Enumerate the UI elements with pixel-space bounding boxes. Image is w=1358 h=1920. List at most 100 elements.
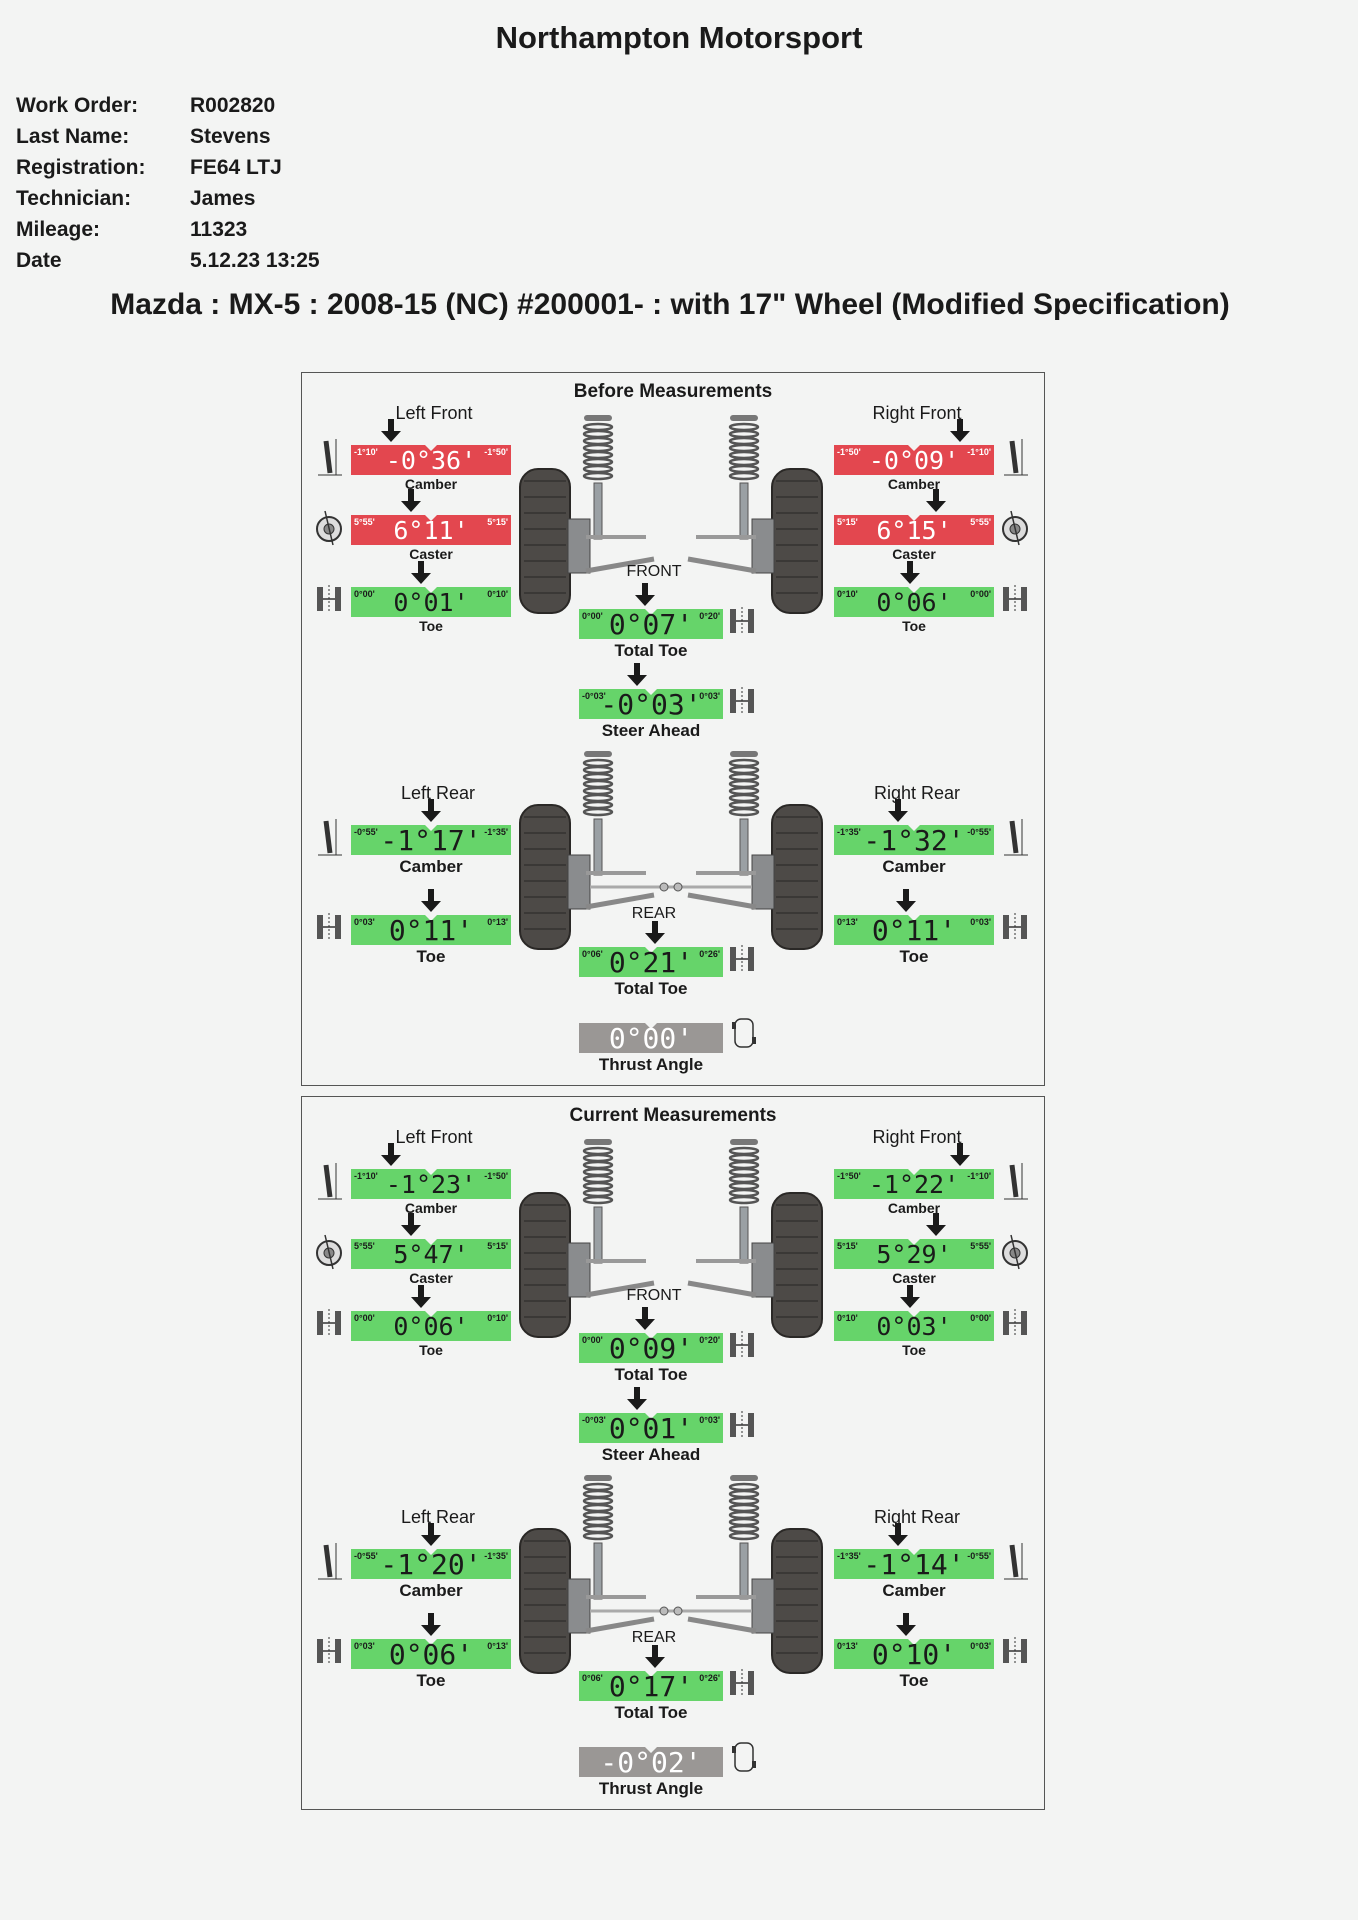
gauge-bar bbox=[351, 1549, 511, 1579]
gauge-bar bbox=[351, 825, 511, 855]
info-row-work-order: Work Order:R002820 bbox=[16, 94, 320, 125]
gauge-low-limit: 5°15' bbox=[837, 1241, 858, 1251]
gauge-bar bbox=[351, 515, 511, 545]
info-value: James bbox=[190, 187, 256, 210]
gauge-bar bbox=[834, 445, 994, 475]
gauge-low-limit: 0°03' bbox=[354, 917, 375, 927]
gauge-bar bbox=[351, 915, 511, 945]
gauge-value: 0°11' bbox=[871, 914, 957, 947]
gauge-high-limit: 0°03' bbox=[699, 1415, 720, 1425]
info-row-technician: Technician:James bbox=[16, 187, 320, 218]
gauge-high-limit: 5°15' bbox=[487, 517, 508, 527]
gauge-value: 0°00' bbox=[608, 1022, 694, 1055]
rr-camber-gauge: -1°35'-0°55'-1°14'Camber bbox=[834, 1523, 994, 1600]
gauge-low-limit: -0°03' bbox=[582, 691, 606, 701]
arrow-down-icon bbox=[645, 1645, 665, 1668]
gauge-low-limit: 0°00' bbox=[582, 611, 603, 621]
rf-caster-gauge: 5°15'5°55'6°15'Caster bbox=[834, 489, 994, 562]
front-suspension-diagram bbox=[519, 415, 823, 614]
gauge-high-limit: -1°35' bbox=[484, 1551, 508, 1561]
arrow-down-icon bbox=[888, 1523, 908, 1546]
info-label: Date bbox=[16, 249, 62, 272]
gauge-bar bbox=[351, 1639, 511, 1669]
lf-camber-gauge: -1°10'-1°50'-0°36'Camber bbox=[351, 419, 511, 492]
rr-toe-gauge: 0°13'0°03'0°11'Toe bbox=[834, 889, 994, 966]
arrow-down-icon bbox=[421, 1613, 441, 1636]
arrow-down-icon bbox=[926, 489, 946, 512]
axle-toe-icon bbox=[730, 1669, 754, 1697]
toe-icon bbox=[1003, 585, 1027, 613]
gauge-label: Camber bbox=[399, 857, 463, 876]
gauge-value: 0°17' bbox=[608, 1670, 694, 1703]
gauge-label: Caster bbox=[409, 1270, 453, 1286]
gauge-value: -1°20' bbox=[380, 1548, 482, 1581]
thrust-gauge: -0°02'Thrust Angle bbox=[579, 1747, 723, 1798]
gauge-low-limit: -1°50' bbox=[837, 447, 861, 457]
camber-icon bbox=[1004, 1163, 1028, 1200]
gauge-bar bbox=[834, 1549, 994, 1579]
gauge-value: 5°29' bbox=[876, 1240, 952, 1269]
rear-label: REAR bbox=[631, 1629, 677, 1646]
lf-toe-gauge: 0°00'0°10'0°01'Toe bbox=[351, 561, 511, 634]
gauge-label: Steer Ahead bbox=[601, 721, 701, 740]
info-value: 5.12.23 13:25 bbox=[190, 249, 320, 272]
rf-toe-gauge: 0°10'0°00'0°06'Toe bbox=[834, 561, 994, 634]
gauge-low-limit: -0°55' bbox=[354, 827, 378, 837]
gauge-value: 0°03' bbox=[876, 1312, 952, 1341]
left-rear-title: Left Rear bbox=[400, 1507, 476, 1527]
gauge-label: Toe bbox=[899, 1671, 929, 1690]
gauge-label: Total Toe bbox=[614, 641, 688, 660]
rear-total-toe-gauge: 0°06'0°26'0°17'Total Toe bbox=[579, 1645, 723, 1722]
steer-ahead-icon bbox=[730, 687, 754, 715]
gauge-high-limit: 5°55' bbox=[970, 1241, 991, 1251]
gauge-low-limit: 0°10' bbox=[837, 589, 858, 599]
gauge-high-limit: 0°00' bbox=[970, 589, 991, 599]
gauge-low-limit: -1°35' bbox=[837, 1551, 861, 1561]
gauge-value: 6°11' bbox=[393, 516, 469, 545]
gauge-value: -1°23' bbox=[385, 1170, 477, 1199]
gauge-bar bbox=[579, 1023, 723, 1053]
gauge-high-limit: 0°10' bbox=[487, 589, 508, 599]
gauge-label: Caster bbox=[892, 546, 936, 562]
gauge-low-limit: 5°55' bbox=[354, 1241, 375, 1251]
arrow-down-icon bbox=[401, 489, 421, 512]
toe-icon bbox=[317, 1309, 341, 1337]
gauge-low-limit: 5°55' bbox=[354, 517, 375, 527]
arrow-down-icon bbox=[411, 561, 431, 584]
gauge-bar bbox=[351, 1169, 511, 1199]
toe-icon bbox=[317, 1637, 341, 1665]
gauge-high-limit: -0°55' bbox=[967, 827, 991, 837]
lr-camber-gauge: -0°55'-1°35'-1°17'Camber bbox=[351, 799, 511, 876]
company-title: Northampton Motorsport bbox=[495, 20, 863, 55]
gauge-bar bbox=[351, 1311, 511, 1341]
gauge-value: -0°36' bbox=[385, 446, 477, 475]
gauge-label: Thrust Angle bbox=[598, 1779, 704, 1798]
gauge-high-limit: 0°13' bbox=[487, 917, 508, 927]
gauge-bar bbox=[834, 1169, 994, 1199]
arrow-down-icon bbox=[401, 1213, 421, 1236]
steer-ahead-icon bbox=[730, 1411, 754, 1439]
gauge-value: 0°21' bbox=[608, 946, 694, 979]
gauge-low-limit: -1°10' bbox=[354, 447, 378, 457]
gauge-high-limit: 0°26' bbox=[699, 1673, 720, 1683]
camber-icon bbox=[1004, 1543, 1028, 1580]
left-rear-title: Left Rear bbox=[400, 783, 476, 803]
arrow-down-icon bbox=[627, 1387, 647, 1410]
gauge-bar bbox=[834, 1639, 994, 1669]
camber-icon bbox=[1004, 439, 1028, 476]
gauge-value: 0°06' bbox=[393, 1312, 469, 1341]
gauge-label: Camber bbox=[882, 1581, 946, 1600]
gauge-value: 0°01' bbox=[393, 588, 469, 617]
lf-caster-gauge: 5°55'5°15'5°47'Caster bbox=[351, 1213, 511, 1286]
panel-title: Before Measurements bbox=[573, 381, 773, 402]
gauge-value: 6°15' bbox=[876, 516, 952, 545]
info-row-mileage: Mileage:11323 bbox=[16, 218, 320, 249]
arrow-down-icon bbox=[635, 1307, 655, 1330]
gauge-value: -1°17' bbox=[380, 824, 482, 857]
gauge-high-limit: 0°26' bbox=[699, 949, 720, 959]
gauge-low-limit: 0°06' bbox=[582, 1673, 603, 1683]
lf-camber-gauge: -1°10'-1°50'-1°23'Camber bbox=[351, 1143, 511, 1216]
rr-camber-gauge: -1°35'-0°55'-1°32'Camber bbox=[834, 799, 994, 876]
vehicle-spec: Mazda : MX-5 : 2008-15 (NC) #200001- : w… bbox=[110, 288, 1230, 321]
gauge-low-limit: 0°00' bbox=[582, 1335, 603, 1345]
